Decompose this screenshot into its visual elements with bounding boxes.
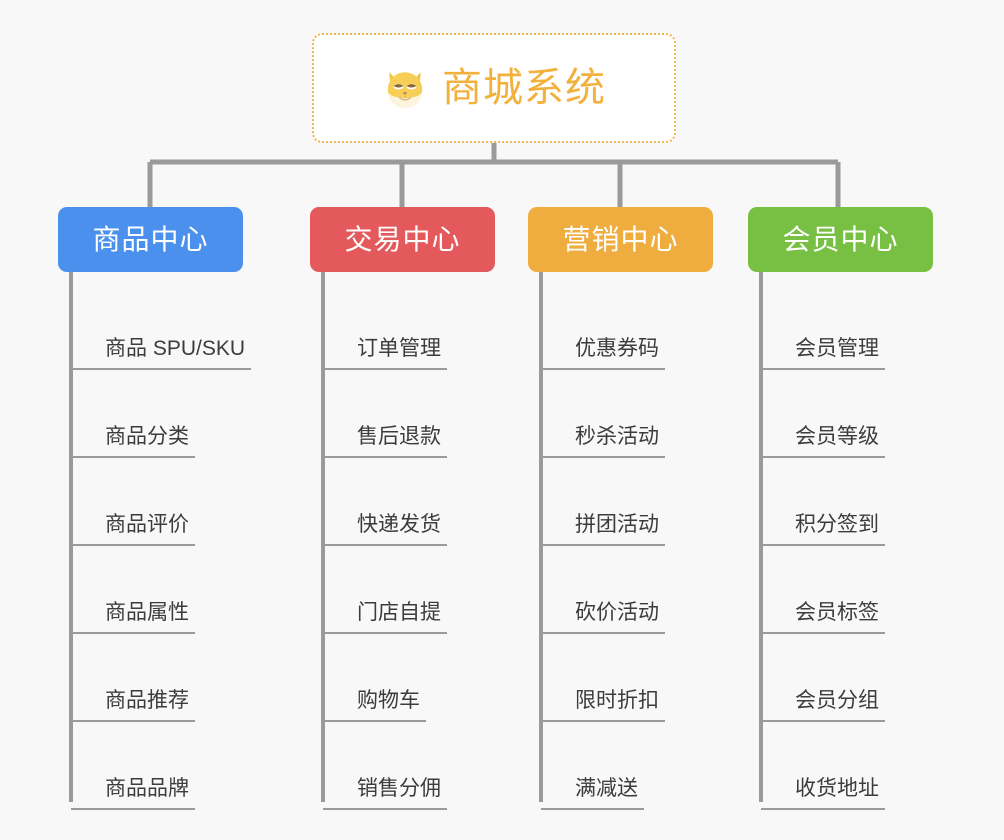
leaf-item[interactable]: 限时折扣: [541, 634, 665, 722]
leaf-item[interactable]: 商品品牌: [71, 722, 195, 810]
leaf-label: 拼团活动: [541, 514, 665, 546]
leaf-label: 商品评价: [71, 514, 195, 546]
leaf-label: 优惠券码: [541, 338, 665, 370]
leaf-label: 限时折扣: [541, 690, 665, 722]
leaf-label: 会员标签: [761, 602, 885, 634]
leaf-label: 快递发货: [323, 514, 447, 546]
leaf-label: 订单管理: [323, 338, 447, 370]
leaf-label: 门店自提: [323, 602, 447, 634]
leaf-label: 商品推荐: [71, 690, 195, 722]
leaf-item[interactable]: 商品评价: [71, 458, 195, 546]
category-box-marketing-center[interactable]: 营销中心: [528, 207, 713, 272]
leaf-item[interactable]: 售后退款: [323, 370, 447, 458]
leaf-item[interactable]: 秒杀活动: [541, 370, 665, 458]
category-title: 会员中心: [782, 223, 899, 255]
shiba-dog-face-icon: [387, 72, 423, 109]
leaf-label: 销售分佣: [323, 778, 447, 810]
leaf-item[interactable]: 拼团活动: [541, 458, 665, 546]
category-box-product-center[interactable]: 商品中心: [58, 207, 243, 272]
leaf-label: 收货地址: [761, 778, 885, 810]
leaf-label: 满减送: [541, 778, 644, 810]
category-title: 交易中心: [344, 223, 461, 255]
leaf-item[interactable]: 积分签到: [761, 458, 885, 546]
category-box-trade-center[interactable]: 交易中心: [310, 207, 495, 272]
category-box-member-center[interactable]: 会员中心: [748, 207, 933, 272]
leaf-label: 商品品牌: [71, 778, 195, 810]
leaf-item[interactable]: 满减送: [541, 722, 644, 810]
leaf-item[interactable]: 商品推荐: [71, 634, 195, 722]
leaf-item[interactable]: 收货地址: [761, 722, 885, 810]
leaf-label: 会员管理: [761, 338, 885, 370]
leaf-item[interactable]: 会员等级: [761, 370, 885, 458]
leaf-label: 秒杀活动: [541, 426, 665, 458]
leaf-item[interactable]: 优惠券码: [541, 282, 665, 370]
leaf-label: 会员分组: [761, 690, 885, 722]
leaf-label: 砍价活动: [541, 602, 665, 634]
leaf-label: 会员等级: [761, 426, 885, 458]
leaf-label: 商品属性: [71, 602, 195, 634]
leaf-label: 商品 SPU/SKU: [71, 338, 252, 370]
category-title: 商品中心: [92, 223, 209, 255]
leaf-item[interactable]: 会员管理: [761, 282, 885, 370]
leaf-item[interactable]: 砍价活动: [541, 546, 665, 634]
leaf-item[interactable]: 商品属性: [71, 546, 195, 634]
root-node[interactable]: 商城系统: [312, 33, 676, 143]
leaf-item[interactable]: 快递发货: [323, 458, 447, 546]
leaf-label: 商品分类: [71, 426, 195, 458]
leaf-label: 购物车: [323, 690, 426, 722]
category-title: 营销中心: [562, 223, 679, 255]
leaf-item[interactable]: 商品 SPU/SKU: [71, 282, 252, 370]
leaf-label: 售后退款: [323, 426, 447, 458]
leaf-item[interactable]: 门店自提: [323, 546, 447, 634]
root-title: 商城系统: [442, 66, 606, 110]
leaf-item[interactable]: 购物车: [323, 634, 426, 722]
leaf-item[interactable]: 商品分类: [71, 370, 195, 458]
leaf-item[interactable]: 会员分组: [761, 634, 885, 722]
leaf-label: 积分签到: [761, 514, 885, 546]
leaf-item[interactable]: 订单管理: [323, 282, 447, 370]
leaf-item[interactable]: 销售分佣: [323, 722, 447, 810]
leaf-item[interactable]: 会员标签: [761, 546, 885, 634]
